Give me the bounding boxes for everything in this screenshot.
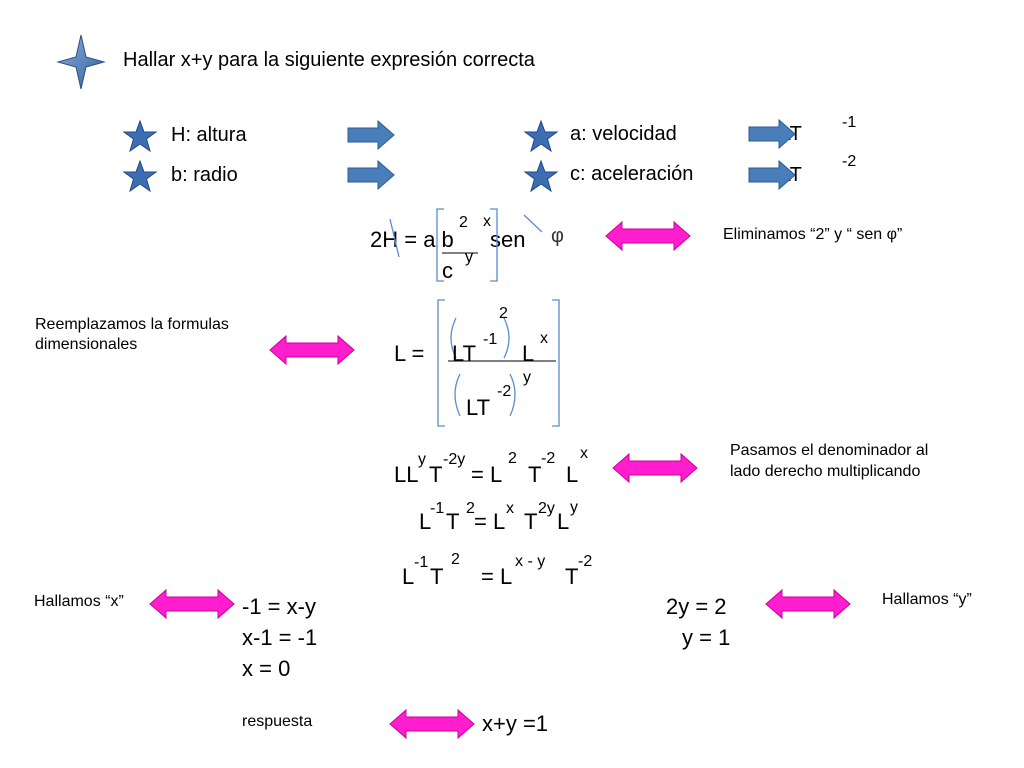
equation4-exp1: -1 bbox=[430, 500, 445, 517]
star-icon bbox=[122, 119, 158, 153]
equation5-part4: T bbox=[565, 564, 579, 589]
star-icon bbox=[122, 159, 158, 193]
definition-c: c: aceleración bbox=[570, 163, 694, 185]
equation3-exp1: y bbox=[418, 451, 426, 468]
equation3-exp3: 2 bbox=[508, 450, 517, 467]
equation5-exp4: -2 bbox=[578, 553, 593, 570]
double-arrow-icon bbox=[269, 334, 355, 366]
right-arrow-icon bbox=[748, 118, 796, 150]
equation2-denominator-base: LT bbox=[466, 395, 491, 420]
equation4-part3: = L bbox=[474, 509, 506, 534]
a-dimension-exponent: -1 bbox=[842, 114, 857, 131]
note-replace: Reemplazamos la formulas dimensionales bbox=[35, 316, 229, 353]
equation2-lhs: L = bbox=[394, 341, 425, 366]
double-arrow-icon bbox=[765, 588, 851, 620]
equation2-numerator-base: LT bbox=[452, 341, 477, 366]
equation3-part1: LL bbox=[394, 462, 419, 487]
equation3-part2: T bbox=[429, 462, 443, 487]
equation2-denominator-inner-exponent: -2 bbox=[497, 383, 512, 400]
answer-result: x+y =1 bbox=[482, 711, 549, 736]
equation5-exp3: x - y bbox=[515, 553, 546, 570]
equation5-exp2: 2 bbox=[451, 551, 460, 568]
equation5-part2: T bbox=[430, 564, 444, 589]
equation2-numerator-inner-exponent: -1 bbox=[483, 331, 498, 348]
star-icon bbox=[523, 119, 559, 153]
equation3-part5: L bbox=[566, 462, 579, 487]
note-answer: respuesta bbox=[242, 713, 313, 730]
equation1-bracket bbox=[389, 208, 543, 282]
equation2-brackets bbox=[437, 299, 560, 427]
page-title: Hallar x+y para la siguiente expresión c… bbox=[123, 49, 535, 71]
equation1-sen: sen bbox=[490, 227, 526, 252]
equation2-numerator-l: L bbox=[522, 341, 535, 366]
right-arrow-icon bbox=[347, 119, 395, 151]
solve-x-line3: x = 0 bbox=[242, 656, 291, 681]
equation5-part1: L bbox=[402, 564, 415, 589]
equation1-denominator-exponent: y bbox=[465, 249, 473, 266]
equation4-exp2: 2 bbox=[466, 500, 475, 517]
equation3-part4: T bbox=[528, 462, 542, 487]
right-arrow-icon bbox=[748, 159, 796, 191]
equation2-numerator-l-exponent: x bbox=[540, 330, 548, 347]
definition-b: b: radio bbox=[171, 164, 238, 186]
equation3-exp5: x bbox=[580, 445, 588, 462]
equation1-b-exponent: 2 bbox=[459, 214, 468, 231]
right-arrow-icon bbox=[347, 159, 395, 191]
equation4-part5: L bbox=[557, 509, 570, 534]
four-point-star-icon bbox=[56, 34, 106, 90]
note-eliminate: Eliminamos “2” y “ sen φ” bbox=[723, 226, 903, 243]
equation1-lhs: 2H = a b bbox=[370, 227, 454, 252]
solve-y-line1: 2y = 2 bbox=[666, 594, 727, 619]
c-dimension-exponent: -2 bbox=[842, 153, 857, 170]
equation1-phi: φ bbox=[551, 225, 564, 247]
star-icon bbox=[523, 159, 559, 193]
note-find-y: Hallamos “y” bbox=[882, 591, 972, 608]
note-find-x: Hallamos “x” bbox=[34, 593, 124, 610]
solve-x-line1: -1 = x-y bbox=[242, 594, 316, 619]
equation4-exp5: y bbox=[570, 499, 578, 516]
equation4-part1: L bbox=[419, 509, 432, 534]
definition-a: a: velocidad bbox=[570, 123, 677, 145]
equation4-exp4: 2y bbox=[538, 500, 555, 517]
equation5-part3: = L bbox=[481, 564, 513, 589]
double-arrow-icon bbox=[389, 708, 475, 740]
equation2-denominator-outer-exponent: y bbox=[523, 369, 531, 386]
equation4-part2: T bbox=[446, 509, 460, 534]
equation4-exp3: x bbox=[506, 500, 514, 517]
note-move: Pasamos el denominador al lado derecho m… bbox=[730, 442, 929, 480]
equation4-part4: T bbox=[524, 509, 538, 534]
equation1-denominator: c bbox=[442, 258, 453, 283]
double-arrow-icon bbox=[605, 220, 691, 252]
equation3-part3: = L bbox=[471, 462, 503, 487]
equation2-numerator-outer-exponent: 2 bbox=[499, 305, 508, 322]
equation5-exp1: -1 bbox=[414, 554, 429, 571]
double-arrow-icon bbox=[149, 588, 235, 620]
equation3-exp4: -2 bbox=[541, 450, 556, 467]
equation1-outer-exponent: x bbox=[483, 213, 491, 230]
equation3-exp2: -2y bbox=[443, 451, 466, 468]
definition-h: H: altura bbox=[171, 124, 247, 146]
solve-y-line2: y = 1 bbox=[682, 625, 731, 650]
solve-x-line2: x-1 = -1 bbox=[242, 625, 318, 650]
double-arrow-icon bbox=[612, 452, 698, 484]
